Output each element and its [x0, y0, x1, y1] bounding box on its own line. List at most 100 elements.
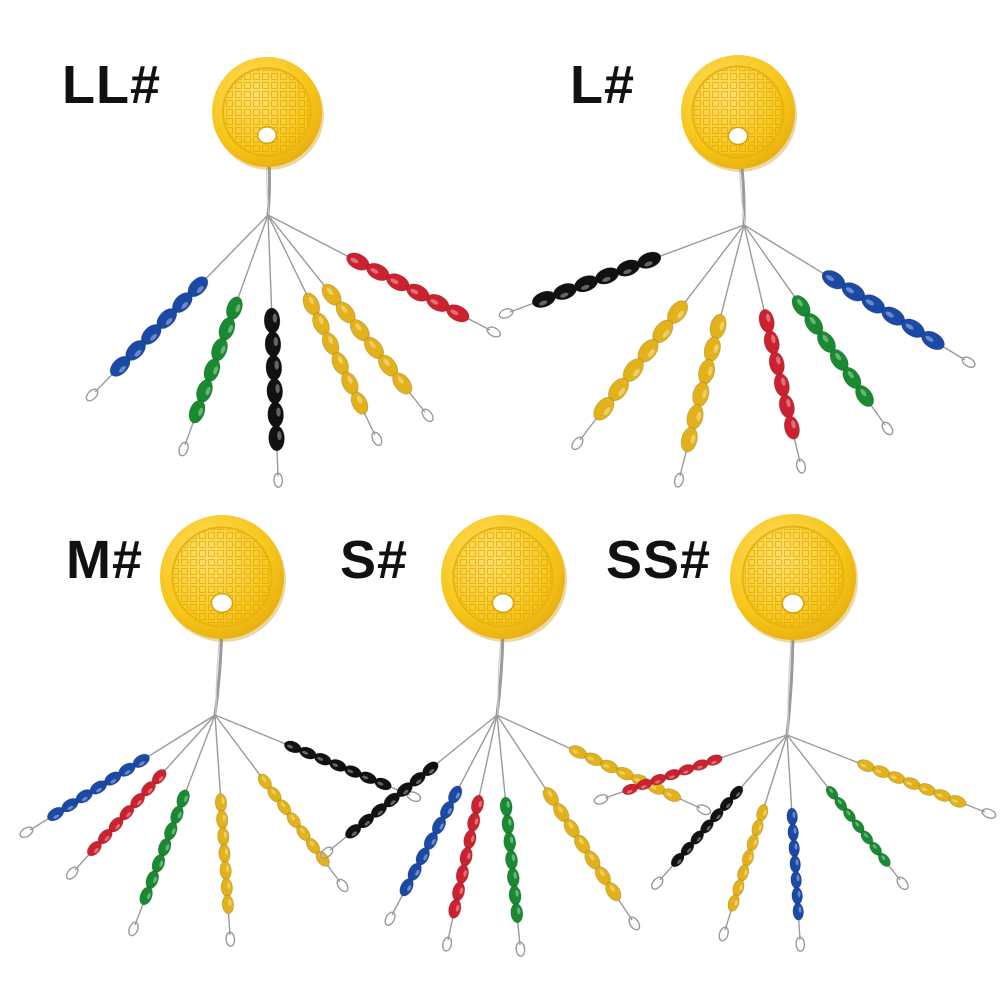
bead [470, 794, 485, 815]
bead-highlight [355, 323, 362, 331]
bead-highlight [683, 770, 689, 774]
bead-highlight [619, 771, 626, 776]
bead-highlight [603, 763, 610, 768]
wire-loop [442, 936, 453, 952]
bead-highlight [177, 811, 182, 819]
bead-highlight [223, 831, 227, 838]
bead-highlight [423, 854, 428, 861]
bead-highlight [347, 769, 354, 774]
bead-highlight [407, 885, 412, 892]
bead [467, 812, 481, 832]
bead-strand [593, 734, 788, 805]
disk-hole [210, 592, 234, 614]
disk-hole [781, 593, 805, 614]
bead-highlight [308, 296, 314, 305]
wire-loop [896, 876, 909, 891]
bead-strand [267, 214, 383, 447]
bead-highlight [822, 334, 829, 343]
bead-highlight [165, 844, 170, 851]
bead-highlight [702, 389, 707, 399]
bead-strand [442, 714, 498, 952]
bead [787, 823, 799, 842]
bead-highlight [274, 360, 279, 370]
disk-rim [171, 526, 273, 628]
bead-strand [496, 714, 526, 957]
bead-highlight [557, 806, 563, 813]
bead-highlight [539, 300, 548, 306]
bead [593, 396, 615, 421]
bead-highlight [350, 257, 359, 264]
bead [86, 840, 102, 857]
bead [219, 860, 232, 881]
bead-highlight [290, 815, 296, 821]
bead [109, 355, 131, 377]
bead-highlight [370, 268, 379, 274]
bead-highlight [383, 358, 390, 367]
stopper-group-ss [593, 514, 997, 952]
bead-highlight [439, 823, 444, 830]
bead-highlight [865, 299, 874, 306]
bead-highlight [277, 431, 282, 441]
bead [786, 807, 798, 826]
bead [709, 313, 727, 340]
bead-highlight [713, 344, 719, 354]
bead-highlight [450, 309, 459, 315]
bead-highlight [634, 778, 641, 783]
bead-highlight [753, 839, 757, 846]
wire-loop [696, 804, 712, 816]
stopper-group-l [498, 55, 976, 488]
bead-highlight [377, 781, 384, 786]
bead-highlight [340, 305, 348, 313]
bead-highlight [686, 848, 692, 853]
bead-highlight [560, 292, 569, 298]
bead-strand [786, 734, 997, 819]
bead-highlight [951, 799, 958, 803]
bead-highlight [711, 760, 717, 765]
bead [768, 351, 785, 376]
wire-loop [319, 846, 334, 859]
bead [501, 814, 515, 835]
bead [758, 308, 775, 334]
wire-loop [178, 441, 189, 457]
bead [697, 359, 716, 385]
bead-highlight [228, 324, 233, 334]
stopper-group-s [319, 515, 712, 957]
bead [392, 372, 413, 395]
bead-highlight [860, 763, 867, 768]
bead-highlight [261, 776, 267, 782]
bead [448, 898, 462, 919]
bead-highlight [273, 337, 279, 347]
bead-highlight [758, 824, 762, 831]
bead-highlight [798, 906, 802, 913]
bead-highlight [115, 823, 121, 830]
bead [792, 902, 804, 921]
wire-loop [593, 794, 609, 805]
bead-highlight [885, 311, 894, 318]
bead-highlight [847, 370, 854, 379]
bead [455, 864, 469, 884]
bead-highlight [826, 275, 835, 282]
bead-highlight [837, 799, 842, 805]
bead-strand [786, 734, 909, 891]
bead-highlight [390, 800, 396, 805]
wire-loop [515, 941, 526, 957]
bead-highlight [581, 284, 590, 290]
bead-highlight [786, 398, 791, 408]
bead-strand [743, 224, 894, 436]
disk-texture [173, 528, 271, 626]
bead [505, 849, 518, 870]
disk-rim [691, 65, 785, 159]
bead [264, 331, 282, 358]
bead-highlight [547, 790, 553, 797]
bead-highlight [317, 757, 324, 761]
bead-highlight [134, 349, 142, 357]
wire-loop [85, 388, 99, 402]
size-label-ll: LL# [62, 55, 162, 115]
disk-hole [491, 592, 515, 614]
bead [499, 796, 513, 817]
bead-highlight [719, 321, 725, 331]
bead-highlight [126, 812, 132, 818]
bead-highlight [455, 904, 460, 912]
bead-highlight [213, 366, 219, 375]
bead-highlight [602, 277, 611, 282]
